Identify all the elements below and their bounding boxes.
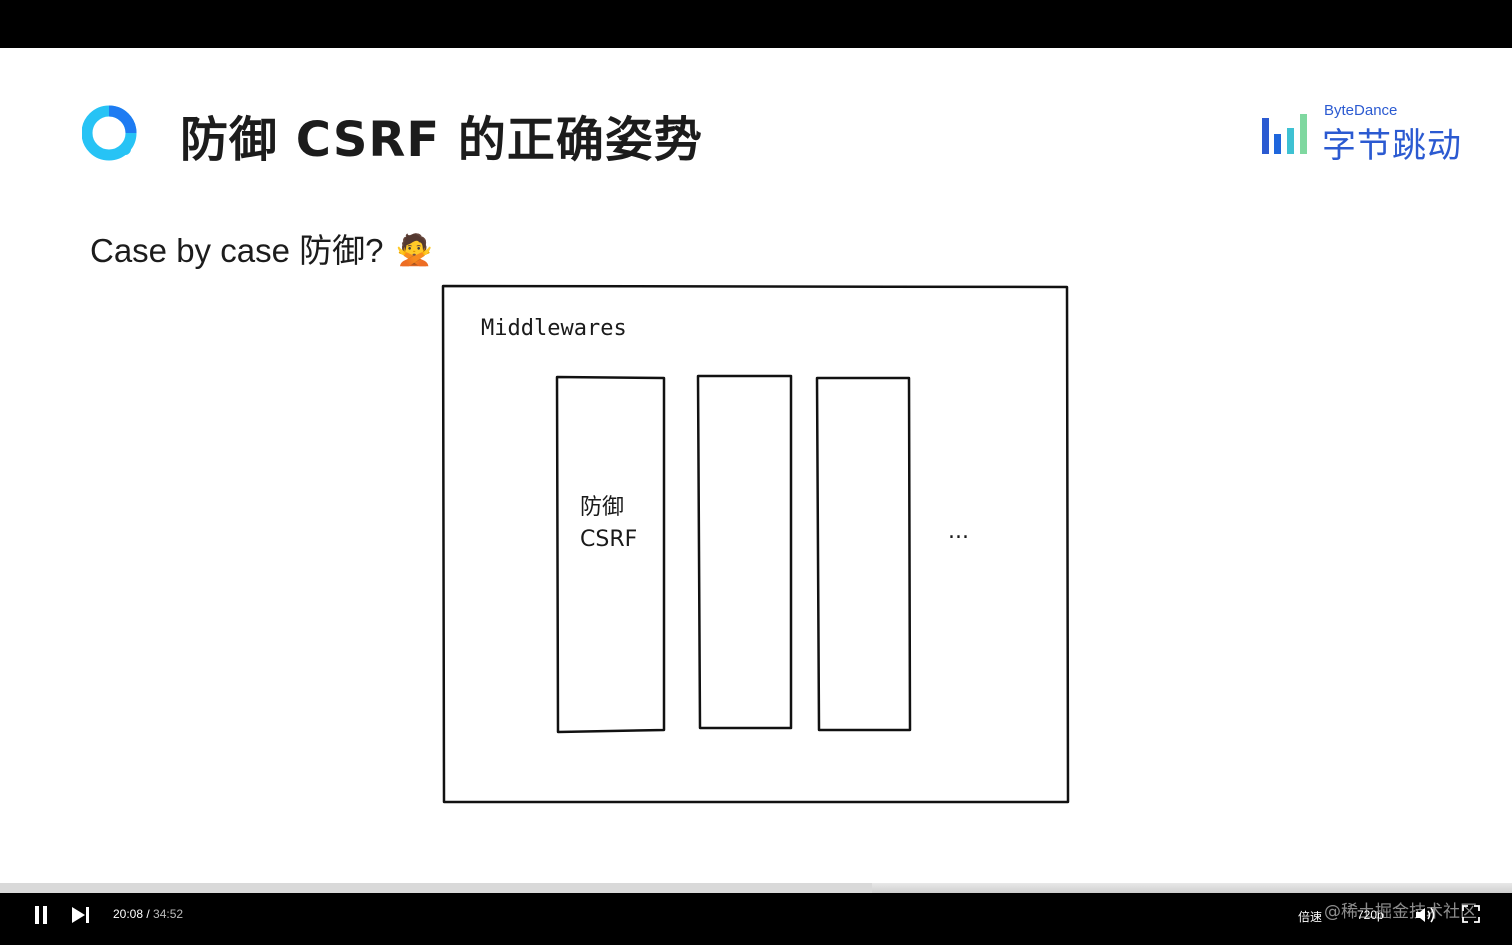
- middlewares-label: Middlewares: [481, 316, 627, 341]
- diagram-drawing: [441, 284, 1070, 804]
- next-button[interactable]: [71, 906, 91, 924]
- duration: 34:52: [153, 907, 184, 921]
- column-label-line-1: 防御: [580, 495, 625, 520]
- time-separator: /: [143, 907, 154, 921]
- progress-bar[interactable]: [0, 883, 1512, 893]
- player-controls: 20:08 / 34:52 倍速 720p: [0, 893, 1512, 945]
- current-time: 20:08: [113, 907, 144, 921]
- playback-rate-button[interactable]: 倍速: [1298, 910, 1323, 924]
- pause-icon: [35, 906, 39, 924]
- pause-icon-bar: [43, 906, 47, 924]
- more-middlewares-ellipsis: ...: [948, 519, 969, 544]
- time-display: 20:08 / 34:52: [113, 907, 183, 921]
- progress-fill: [0, 883, 873, 893]
- brand-name-zh: 字节跳动: [1322, 126, 1462, 166]
- course-logo-icon: [82, 105, 137, 161]
- slide: 防御 CSRF 的正确姿势 ByteDance 字节跳动 Case by cas…: [0, 48, 1512, 893]
- subtitle-text: Case by case 防御?: [90, 232, 384, 269]
- middleware-column-3: [815, 376, 912, 732]
- middleware-column-2: [696, 374, 793, 730]
- next-icon: [72, 907, 85, 923]
- slide-title: 防御 CSRF 的正确姿势: [180, 112, 703, 168]
- bytedance-bars-icon: [1262, 114, 1307, 154]
- column-label-line-2: CSRF: [580, 527, 638, 552]
- volume-icon[interactable]: [1414, 905, 1436, 925]
- csrf-defense-label: 防御 CSRF: [580, 492, 637, 556]
- fullscreen-icon[interactable]: [1462, 905, 1480, 923]
- middleware-diagram: Middlewares 防御 CSRF ...: [440, 284, 1072, 806]
- quality-button[interactable]: 720p: [1357, 908, 1384, 922]
- pause-button[interactable]: [34, 906, 48, 924]
- gesture-no-emoji: 🙅: [395, 234, 433, 267]
- brand-name-en: ByteDance: [1324, 102, 1398, 119]
- middleware-column-1: [555, 375, 666, 734]
- slide-subtitle: Case by case 防御? 🙅: [90, 224, 433, 272]
- container-box: [441, 284, 1070, 804]
- bytedance-logo: ByteDance 字节跳动: [1258, 100, 1468, 166]
- watermark: @稀土掘金技术社区: [1324, 902, 1477, 922]
